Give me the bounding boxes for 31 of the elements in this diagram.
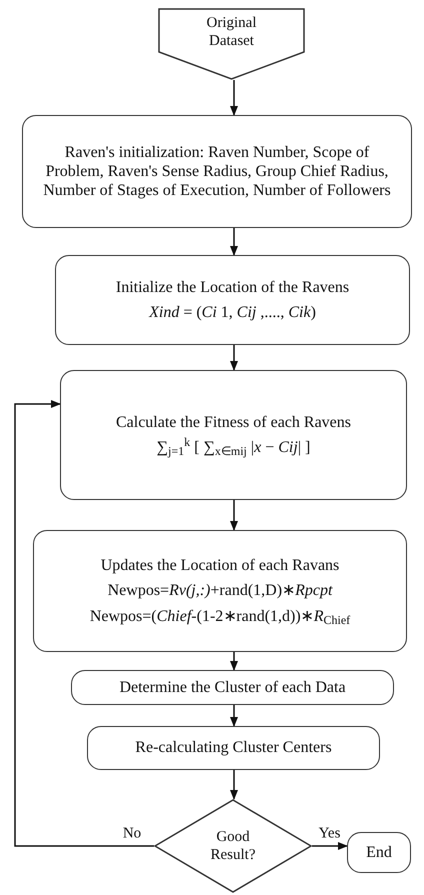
step-text: Original Dataset — [206, 14, 258, 50]
formula: Newpos=(Chief-(1-2∗rand(1,d))∗R$_{Chief}$ — [90, 606, 350, 626]
arrow — [312, 842, 348, 850]
step-text: End — [366, 842, 392, 862]
arrow — [230, 770, 238, 800]
arrow — [14, 400, 154, 847]
arrow — [230, 652, 238, 671]
step-text: Initialize the Location of the Ravens — [116, 278, 350, 297]
process-box — [55, 255, 410, 345]
process-box — [71, 670, 394, 705]
decision-diamond — [154, 799, 312, 893]
step-text: Calculate the Fitness of each Ravens — [116, 412, 352, 432]
arrow — [230, 705, 238, 727]
formula: ∑$_{j=1}$$^{k}$ [ ∑$_{x∈mij}$ |x − Cij| ] — [156, 438, 310, 458]
process-box — [22, 115, 412, 228]
step-text: Updates the Location of each Ravans — [100, 556, 340, 576]
formula: Newpos=Rv(j,:)+rand(1,D)∗Rpcpt — [108, 581, 332, 601]
arrow — [230, 80, 238, 116]
process-box — [87, 726, 380, 770]
arrow — [230, 500, 238, 531]
terminal-box — [347, 832, 411, 873]
step-text: Determine the Cluster of each Data — [119, 678, 346, 698]
input-pentagon — [158, 8, 305, 80]
formula: Xind = (Ci 1, Cij ,...., Cik) — [149, 303, 316, 322]
step-text: Re-calculating Cluster Centers — [135, 738, 332, 758]
step-text: Raven's initialization: Raven Number, Scope of Problem, Raven's Sense Radius, Group Chief Radius, Number of Stages of Execution, Number of Followers — [42, 142, 392, 200]
process-box — [60, 370, 407, 500]
step-text: Good Result? — [210, 828, 256, 864]
process-box — [33, 530, 407, 652]
arrow — [230, 345, 238, 371]
arrow — [230, 228, 238, 256]
